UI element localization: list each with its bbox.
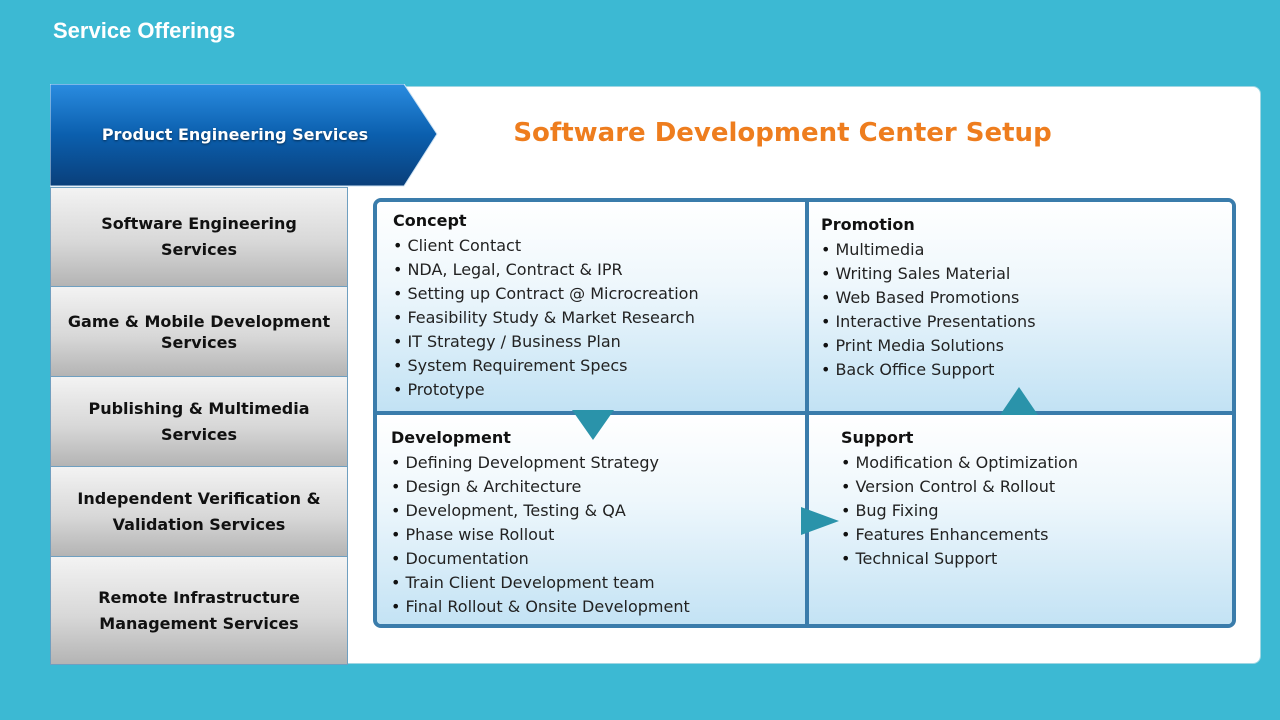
sidebar-item-verification-validation[interactable]: Independent Verification & Validation Se… [50, 466, 348, 557]
active-tab-shape [50, 84, 438, 187]
list-item: Writing Sales Material [821, 262, 1232, 286]
grid-divider-horizontal [377, 411, 1232, 415]
list-item: Bug Fixing [841, 499, 1232, 523]
list-item: Web Based Promotions [821, 286, 1232, 310]
quadrant-title: Promotion [821, 215, 915, 234]
lifecycle-grid: Concept Client Contact NDA, Legal, Contr… [373, 198, 1236, 628]
list-item: Design & Architecture [391, 475, 805, 499]
list-item: Phase wise Rollout [391, 523, 805, 547]
quadrant-concept: Concept Client Contact NDA, Legal, Contr… [377, 202, 805, 411]
sidebar-item-game-mobile[interactable]: Game & Mobile Development Services [50, 286, 348, 377]
quadrant-development: Development Defining Development Strateg… [377, 415, 805, 624]
quadrant-promotion: Promotion Multimedia Writing Sales Mater… [809, 202, 1232, 411]
quadrant-title: Concept [393, 211, 467, 230]
list-item: IT Strategy / Business Plan [393, 330, 805, 354]
arrow-right-icon [801, 507, 839, 535]
active-tab-label: Product Engineering Services [101, 124, 369, 144]
list-item: Features Enhancements [841, 523, 1232, 547]
list-item: Version Control & Rollout [841, 475, 1232, 499]
list-item: Final Rollout & Onsite Development [391, 595, 805, 619]
list-item: Setting up Contract @ Microcreation [393, 282, 805, 306]
sidebar-item-product-engineering-active[interactable]: Product Engineering Services [50, 84, 440, 188]
quadrant-title: Support [841, 428, 914, 447]
list-item: Feasibility Study & Market Research [393, 306, 805, 330]
list-item: Train Client Development team [391, 571, 805, 595]
list-item: Client Contact [393, 234, 805, 258]
list-item: Documentation [391, 547, 805, 571]
arrow-up-icon [1000, 387, 1038, 415]
page-header-title: Service Offerings [53, 18, 236, 43]
quadrant-title: Development [391, 428, 511, 447]
list-item: Interactive Presentations [821, 310, 1232, 334]
list-item: Print Media Solutions [821, 334, 1232, 358]
list-item: System Requirement Specs [393, 354, 805, 378]
main-title: Software Development Center Setup [513, 118, 1052, 148]
sidebar: Software Engineering Services Game & Mob… [50, 187, 348, 665]
list-item: Development, Testing & QA [391, 499, 805, 523]
list-item: Modification & Optimization [841, 451, 1232, 475]
quadrant-support: Support Modification & Optimization Vers… [809, 415, 1232, 624]
list-item: Back Office Support [821, 358, 1232, 382]
sidebar-item-software-engineering[interactable]: Software Engineering Services [50, 187, 348, 287]
sidebar-item-publishing-multimedia[interactable]: Publishing & Multimedia Services [50, 376, 348, 467]
sidebar-item-remote-infrastructure[interactable]: Remote Infrastructure Management Service… [50, 556, 348, 665]
list-item: NDA, Legal, Contract & IPR [393, 258, 805, 282]
list-item: Multimedia [821, 238, 1232, 262]
list-item: Prototype [393, 378, 805, 402]
arrow-down-icon [572, 410, 614, 440]
list-item: Technical Support [841, 547, 1232, 571]
list-item: Defining Development Strategy [391, 451, 805, 475]
